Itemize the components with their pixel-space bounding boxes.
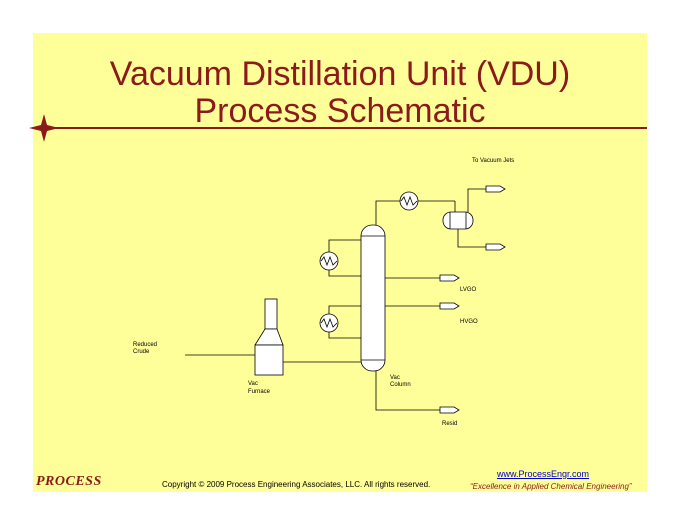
slide-background <box>33 33 647 492</box>
heat-exchanger-icon <box>319 251 339 271</box>
heat-exchanger-icon <box>399 191 419 211</box>
label-vac-furnace-line2: Furnace <box>248 389 271 395</box>
label-lvgo: LVGO <box>460 287 477 293</box>
reflux-drum <box>442 211 474 230</box>
label-crude: Crude <box>133 349 150 355</box>
resid-line <box>375 371 440 411</box>
label-vac-furnace-line1: Vac <box>248 381 258 387</box>
arrow-right-icon <box>485 243 506 251</box>
drum-bottoms-line <box>457 229 486 248</box>
star-accent-icon <box>29 114 59 142</box>
lower-pumparound-draw <box>328 305 361 314</box>
label-vac-column-line1: Vac <box>390 375 400 381</box>
arrow-right-icon <box>485 185 506 193</box>
vac-jets-line <box>467 188 486 212</box>
heat-exchanger-icon <box>319 313 339 333</box>
lower-pumparound-return <box>328 332 361 339</box>
overhead-line <box>375 200 400 225</box>
title-line-1: Vacuum Distillation Unit (VDU) <box>109 55 571 93</box>
label-to-vacuum-jets: To Vacuum Jets <box>472 158 515 164</box>
upper-pumparound-draw <box>328 239 361 252</box>
website-link[interactable]: www.ProcessEngr.com <box>497 469 590 479</box>
arrow-right-icon <box>439 302 460 310</box>
brand-logo: PROCESS <box>36 474 102 489</box>
arrow-right-icon <box>439 406 460 414</box>
tagline-text: “Excellence in Applied Chemical Engineer… <box>470 482 632 491</box>
copyright-text: Copyright © 2009 Process Engineering Ass… <box>162 480 431 489</box>
title-line-2: Process Schematic <box>194 92 486 130</box>
label-resid: Resid <box>442 421 458 427</box>
label-hvgo: HVGO <box>460 319 478 325</box>
arrow-right-icon <box>439 274 460 282</box>
label-vac-column-line2: Column <box>390 382 411 388</box>
vac-column <box>360 224 386 372</box>
vac-furnace <box>254 298 284 376</box>
upper-pumparound-return <box>328 270 361 277</box>
label-reduced: Reduced <box>133 342 158 348</box>
title-divider <box>33 127 647 129</box>
